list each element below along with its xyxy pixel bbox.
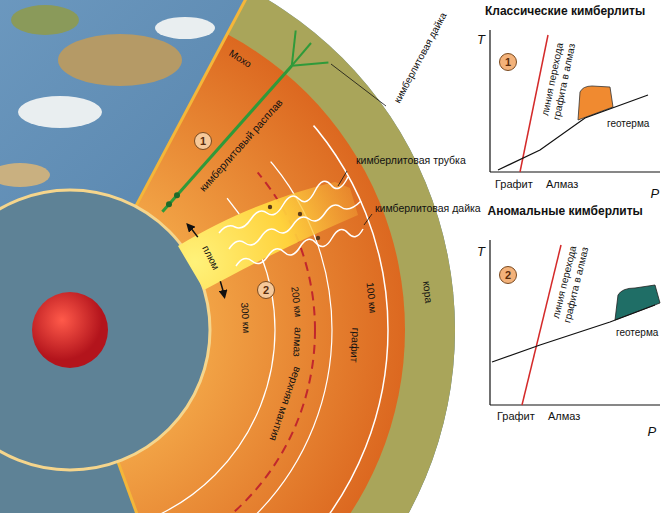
number-circle: 1	[499, 53, 517, 71]
axis	[490, 404, 660, 405]
dot	[298, 212, 302, 216]
leader-line	[331, 64, 386, 106]
line-label: линия перехода графита в алмаз	[548, 236, 592, 331]
axis-label: P	[651, 187, 660, 202]
melt-dot	[174, 192, 180, 198]
number-circle: 2	[257, 281, 275, 299]
number-circle: 1	[194, 132, 212, 150]
landmass	[0, 163, 50, 187]
plume	[178, 182, 358, 290]
depth-line	[0, 12, 388, 513]
melt-dot	[166, 201, 172, 207]
cloud	[155, 17, 215, 39]
depth-line	[0, 125, 275, 513]
streak	[229, 201, 361, 249]
streak	[219, 177, 348, 233]
lower-mantle	[0, 190, 210, 470]
callout-number: 1	[200, 136, 206, 147]
dot	[316, 236, 320, 240]
axis	[489, 240, 490, 405]
globe-surface	[0, 0, 455, 513]
axis-label: T	[477, 33, 485, 48]
zone-label: графит	[348, 327, 362, 362]
kimberlite-field	[578, 86, 613, 120]
depth-arcs	[0, 12, 388, 513]
kimberlite-field	[615, 285, 660, 320]
chart-title: Аномальные кимберлиты	[488, 205, 643, 219]
landmass	[58, 34, 182, 86]
axis-label: P	[648, 425, 657, 440]
chart-title: Классические кимберлиты	[485, 5, 645, 19]
zone-label: алмаз	[291, 327, 305, 357]
leaders	[331, 64, 386, 225]
callout-number: 2	[263, 285, 269, 296]
axis-label: T	[477, 245, 485, 260]
plume-arrow	[187, 224, 197, 237]
geotherm-curve	[498, 95, 648, 170]
cloud	[18, 96, 102, 128]
callout-number: 2	[505, 270, 511, 281]
part-label: кимберлитовая трубка	[356, 154, 466, 166]
callout-number: 1	[505, 57, 511, 68]
field-label: Графит	[497, 410, 535, 423]
plume-arrow	[220, 281, 224, 297]
field-label: Алмаз	[546, 178, 578, 191]
dyke-branches	[292, 31, 329, 66]
graphite-diamond-line	[0, 85, 315, 513]
dyke-branch	[292, 43, 311, 66]
core	[32, 292, 108, 368]
dyke-branch	[292, 62, 329, 65]
plume-streaks	[219, 177, 363, 266]
part-label: кимберлитовая дайка	[391, 11, 448, 105]
leader-line	[338, 171, 347, 186]
leader-line	[364, 214, 372, 225]
cut-edge	[118, 462, 202, 513]
field-label: Графит	[495, 178, 533, 191]
cutaway	[0, 0, 455, 513]
curve-label: геотерма	[607, 118, 649, 130]
melt-channel	[162, 66, 291, 212]
transition-line	[522, 245, 561, 405]
axis	[490, 171, 660, 172]
landmass	[11, 5, 79, 35]
diamond-dots	[268, 205, 320, 240]
dot	[268, 205, 272, 209]
line-label: линия перехода графита в алмаз	[537, 33, 578, 128]
axis	[489, 30, 490, 172]
chart-classic	[490, 30, 660, 172]
depth-label: 300 км	[238, 302, 252, 333]
part-label: кимберлитовая дайка	[375, 202, 481, 214]
field-label: Алмаз	[548, 410, 580, 423]
number-circle: 2	[499, 266, 517, 284]
mantle-layer	[0, 0, 405, 513]
curve-label: геотерма	[616, 327, 658, 339]
crust-layer	[0, 0, 455, 513]
layer-label: кора	[421, 280, 435, 303]
streak	[236, 229, 363, 266]
depth-line	[0, 68, 332, 513]
